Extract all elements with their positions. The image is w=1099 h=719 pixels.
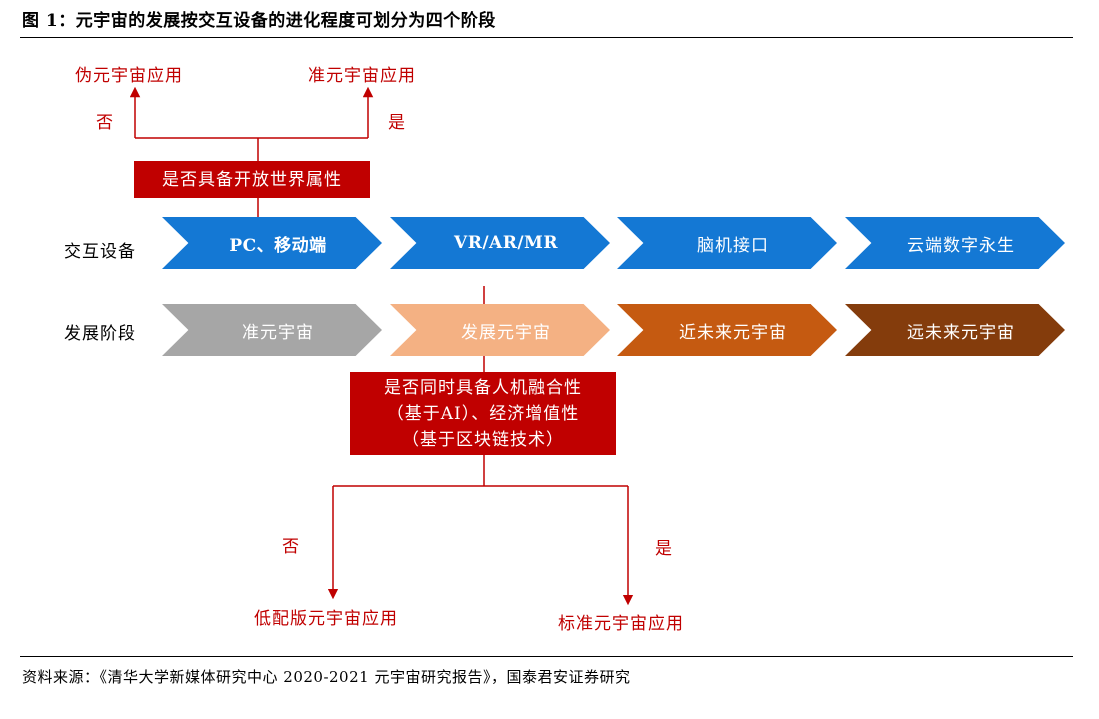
device-label: 云端数字永生: [907, 235, 1015, 256]
decision-line-2: （基于AI）、经济增值性: [386, 403, 580, 424]
device-chevron-pc-mobile: PC、移动端: [162, 217, 382, 269]
device-label: VR/AR/MR: [454, 233, 558, 253]
decision-line-1: 是否同时具备人机融合性: [384, 377, 582, 398]
stage-chevron-developing: 发展元宇宙: [390, 304, 610, 356]
stage-label: 近未来元宇宙: [679, 322, 787, 343]
device-label: 脑机接口: [697, 235, 769, 256]
standard-metaverse-app-label: 标准元宇宙应用: [558, 614, 684, 634]
device-chevron-cloud-immortality: 云端数字永生: [845, 217, 1065, 269]
top-no-label: 否: [96, 113, 114, 133]
bottom-rule: [20, 656, 1073, 657]
stage-chevron-far-future: 远未来元宇宙: [845, 304, 1065, 356]
pseudo-metaverse-app-label: 伪元宇宙应用: [75, 66, 183, 86]
stage-chevron-quasi: 准元宇宙: [162, 304, 382, 356]
bottom-yes-label: 是: [655, 539, 673, 559]
device-chevron-vr-ar-mr: VR/AR/MR: [390, 217, 610, 269]
open-world-decision-text: 是否具备开放世界属性: [162, 169, 342, 190]
figure-title: 图 1：元宇宙的发展按交互设备的进化程度可划分为四个阶段: [22, 11, 496, 31]
decision-line-3: （基于区块链技术）: [402, 429, 564, 450]
quasi-metaverse-app-label: 准元宇宙应用: [308, 66, 416, 86]
stage-chevron-near-future: 近未来元宇宙: [617, 304, 837, 356]
stage-label: 准元宇宙: [242, 322, 314, 343]
devices-row-label: 交互设备: [64, 242, 136, 262]
device-chevron-bci: 脑机接口: [617, 217, 837, 269]
top-yes-label: 是: [388, 113, 406, 133]
bottom-no-label: 否: [282, 537, 300, 557]
source-note: 资料来源：《清华大学新媒体研究中心 2020-2021 元宇宙研究报告》，国泰君…: [22, 668, 631, 686]
top-rule: [20, 37, 1073, 38]
stage-label: 远未来元宇宙: [907, 322, 1015, 343]
open-world-decision-box: 是否具备开放世界属性: [134, 161, 370, 198]
low-spec-metaverse-app-label: 低配版元宇宙应用: [254, 609, 398, 629]
stage-label: 发展元宇宙: [461, 322, 551, 343]
human-machine-decision-box: 是否同时具备人机融合性 （基于AI）、经济增值性 （基于区块链技术）: [350, 372, 616, 455]
device-label: PC、移动端: [229, 235, 327, 256]
stages-row-label: 发展阶段: [64, 324, 136, 344]
